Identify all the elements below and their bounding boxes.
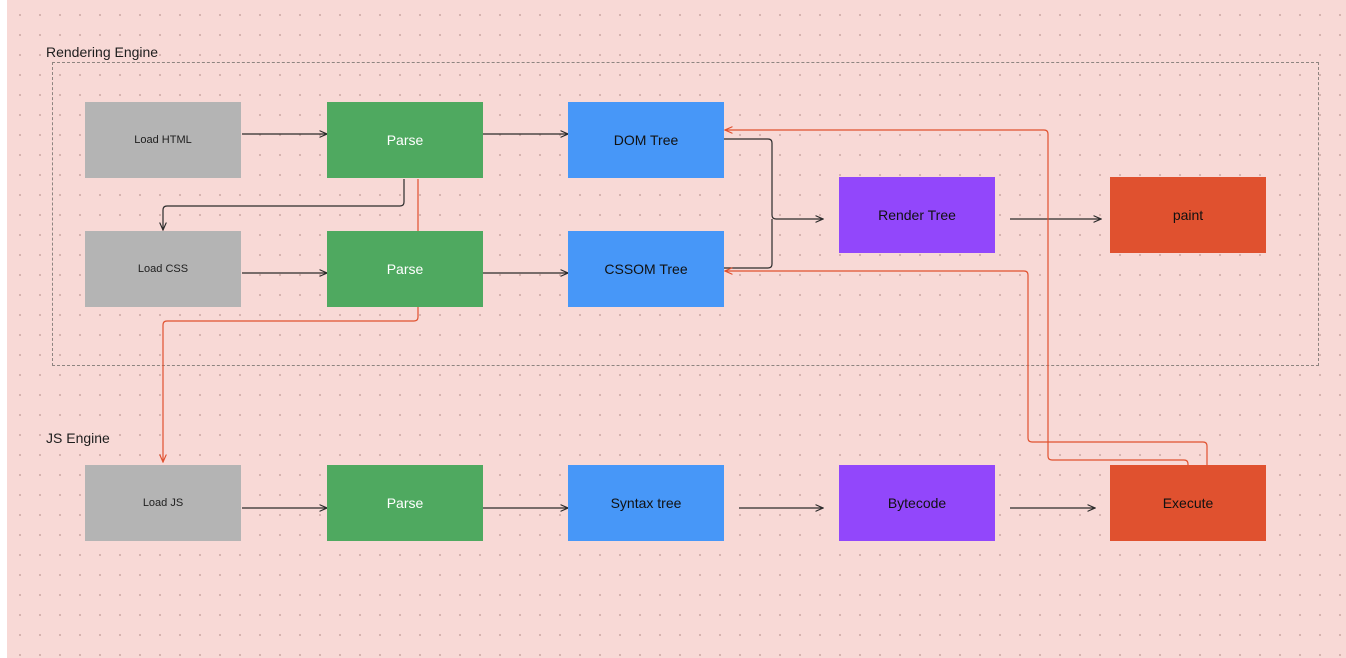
load-css-node[interactable]: Load CSS: [85, 231, 241, 307]
paint-node[interactable]: paint: [1110, 177, 1266, 253]
edge-parse-to-load-js: [163, 179, 419, 462]
edge-execute-to-cssom-tree: [725, 271, 1208, 465]
cssom-tree-label: CSSOM Tree: [604, 261, 688, 277]
parse-css-label: Parse: [386, 261, 424, 277]
cssom-tree-node[interactable]: CSSOM Tree: [568, 231, 724, 307]
edge-cssom-tree-to-render-tree: [724, 219, 773, 269]
edges-layer: [7, 0, 1208, 658]
bytecode-node[interactable]: Bytecode: [839, 465, 995, 541]
parse-js-label: Parse: [386, 495, 424, 511]
load-css-label: Load CSS: [137, 263, 189, 275]
dom-tree-node[interactable]: DOM Tree: [568, 102, 724, 178]
render-tree-label: Render Tree: [878, 207, 956, 223]
syntax-tree-label: Syntax tree: [610, 495, 682, 511]
bytecode-label: Bytecode: [887, 495, 947, 511]
edge-dom-tree-to-render-tree: [724, 138, 823, 219]
execute-node[interactable]: Execute: [1110, 465, 1266, 541]
render-tree-node[interactable]: Render Tree: [839, 177, 995, 253]
load-html-node[interactable]: Load HTML: [85, 102, 241, 178]
load-html-label: Load HTML: [134, 134, 192, 146]
diagram-canvas: Rendering Engine JS Engine Load HTML: [7, 0, 1346, 658]
load-js-label: Load JS: [142, 497, 184, 509]
parse-html-node[interactable]: Parse: [327, 102, 483, 178]
execute-label: Execute: [1162, 495, 1214, 511]
paint-label: paint: [1172, 207, 1204, 223]
js-engine-label: JS Engine: [46, 430, 110, 446]
dom-tree-label: DOM Tree: [613, 132, 679, 148]
syntax-tree-node[interactable]: Syntax tree: [568, 465, 724, 541]
parse-css-node[interactable]: Parse: [327, 231, 483, 307]
rendering-engine-frame: [52, 62, 1319, 366]
edge-parse-to-load-css: [163, 179, 405, 230]
load-js-node[interactable]: Load JS: [85, 465, 241, 541]
parse-js-node[interactable]: Parse: [327, 465, 483, 541]
edge-execute-to-dom-tree: [725, 130, 1189, 465]
parse-html-label: Parse: [386, 132, 424, 148]
rendering-engine-label: Rendering Engine: [46, 44, 159, 60]
